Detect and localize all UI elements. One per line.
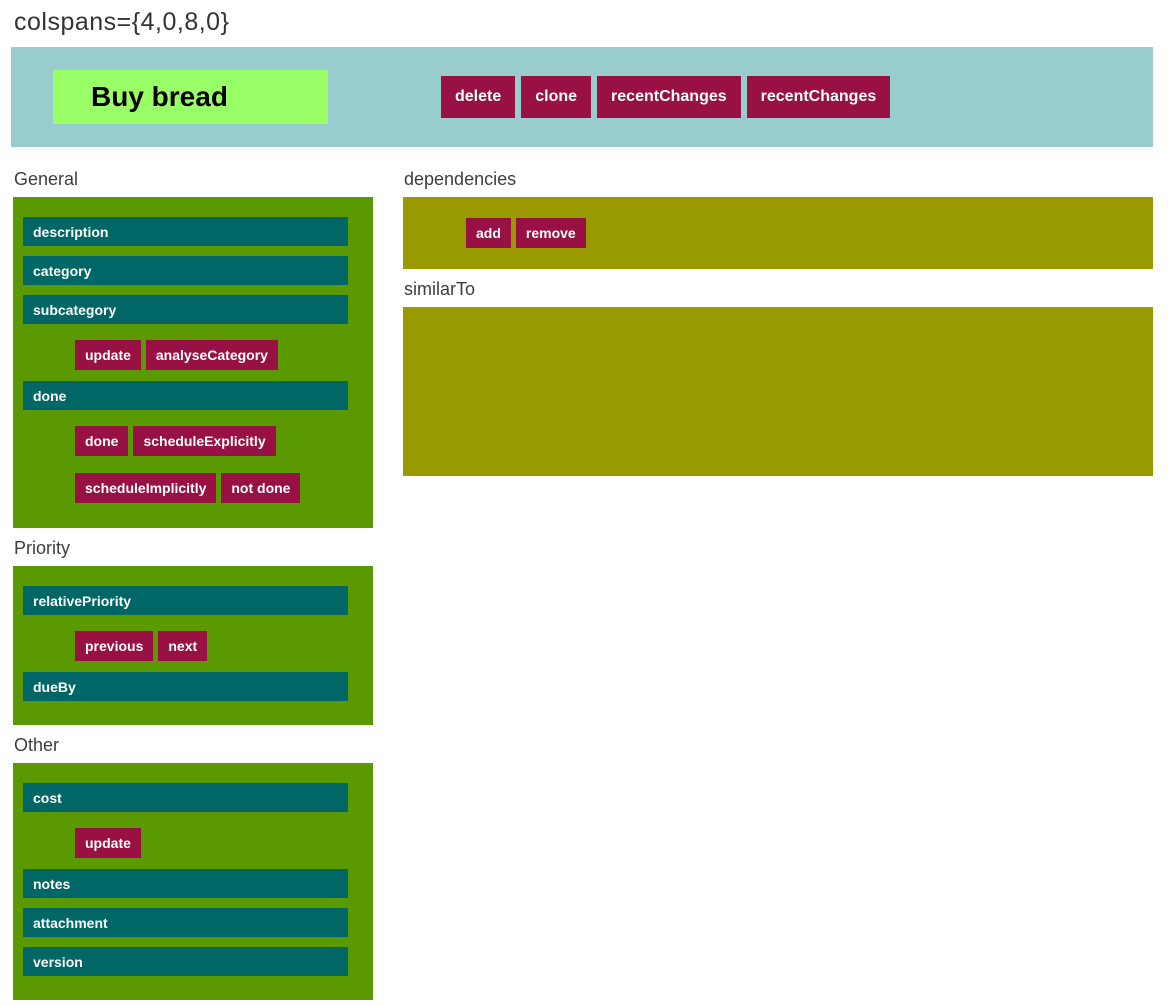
field-label: notes <box>33 875 71 892</box>
field-label: cost <box>33 789 62 806</box>
remove-button[interactable]: remove <box>515 218 586 248</box>
main-columns: General description category subcategory upd… <box>11 159 1153 1000</box>
previous-button[interactable]: previous <box>75 631 154 661</box>
recentchanges-button[interactable]: recentChanges <box>746 76 891 118</box>
recentchanges-button[interactable]: recentChanges <box>597 76 741 118</box>
field-done[interactable]: done <box>23 381 348 410</box>
done-button[interactable]: done <box>75 426 129 456</box>
field-description[interactable]: description <box>23 217 348 246</box>
scheduleexplicitly-button[interactable]: scheduleExplicitly <box>133 426 276 456</box>
field-dueby[interactable]: dueBy <box>23 672 348 701</box>
field-cost[interactable]: cost <box>23 783 348 812</box>
field-category[interactable]: category <box>23 256 348 285</box>
section-heading-other: Other <box>14 735 60 755</box>
not-done-button[interactable]: not done <box>221 473 301 503</box>
section-panel-similarto <box>403 307 1153 476</box>
section-heading-general: General <box>14 169 79 189</box>
delete-button[interactable]: delete <box>441 76 516 118</box>
item-name-highlight: Buy bread <box>53 70 328 124</box>
scheduleimplicitly-button[interactable]: scheduleImplicitly <box>75 473 217 503</box>
left-column: General description category subcategory upd… <box>13 159 373 1000</box>
page-title: colspans={4,0,8,0} <box>14 8 230 36</box>
field-label: version <box>33 953 83 970</box>
field-attachment[interactable]: attachment <box>23 908 348 937</box>
field-label: description <box>33 223 109 240</box>
button-row: update <box>75 828 348 858</box>
field-relativepriority[interactable]: relativePriority <box>23 586 348 615</box>
field-version[interactable]: version <box>23 947 348 976</box>
update-button[interactable]: update <box>75 340 141 370</box>
section-heading-similarto: similarTo <box>404 279 476 299</box>
field-label: done <box>33 387 67 404</box>
field-label: dueBy <box>33 678 76 695</box>
analysecategory-button[interactable]: analyseCategory <box>145 340 278 370</box>
field-label: category <box>33 262 92 279</box>
add-button[interactable]: add <box>466 218 511 248</box>
clone-button[interactable]: clone <box>521 76 592 118</box>
next-button[interactable]: next <box>158 631 208 661</box>
field-label: subcategory <box>33 301 117 318</box>
field-label: relativePriority <box>33 592 132 609</box>
field-subcategory[interactable]: subcategory <box>23 295 348 324</box>
field-label: attachment <box>33 914 108 931</box>
field-notes[interactable]: notes <box>23 869 348 898</box>
section-heading-priority: Priority <box>14 538 71 558</box>
update-button[interactable]: update <box>75 828 141 858</box>
section-heading-dependencies: dependencies <box>404 169 517 189</box>
